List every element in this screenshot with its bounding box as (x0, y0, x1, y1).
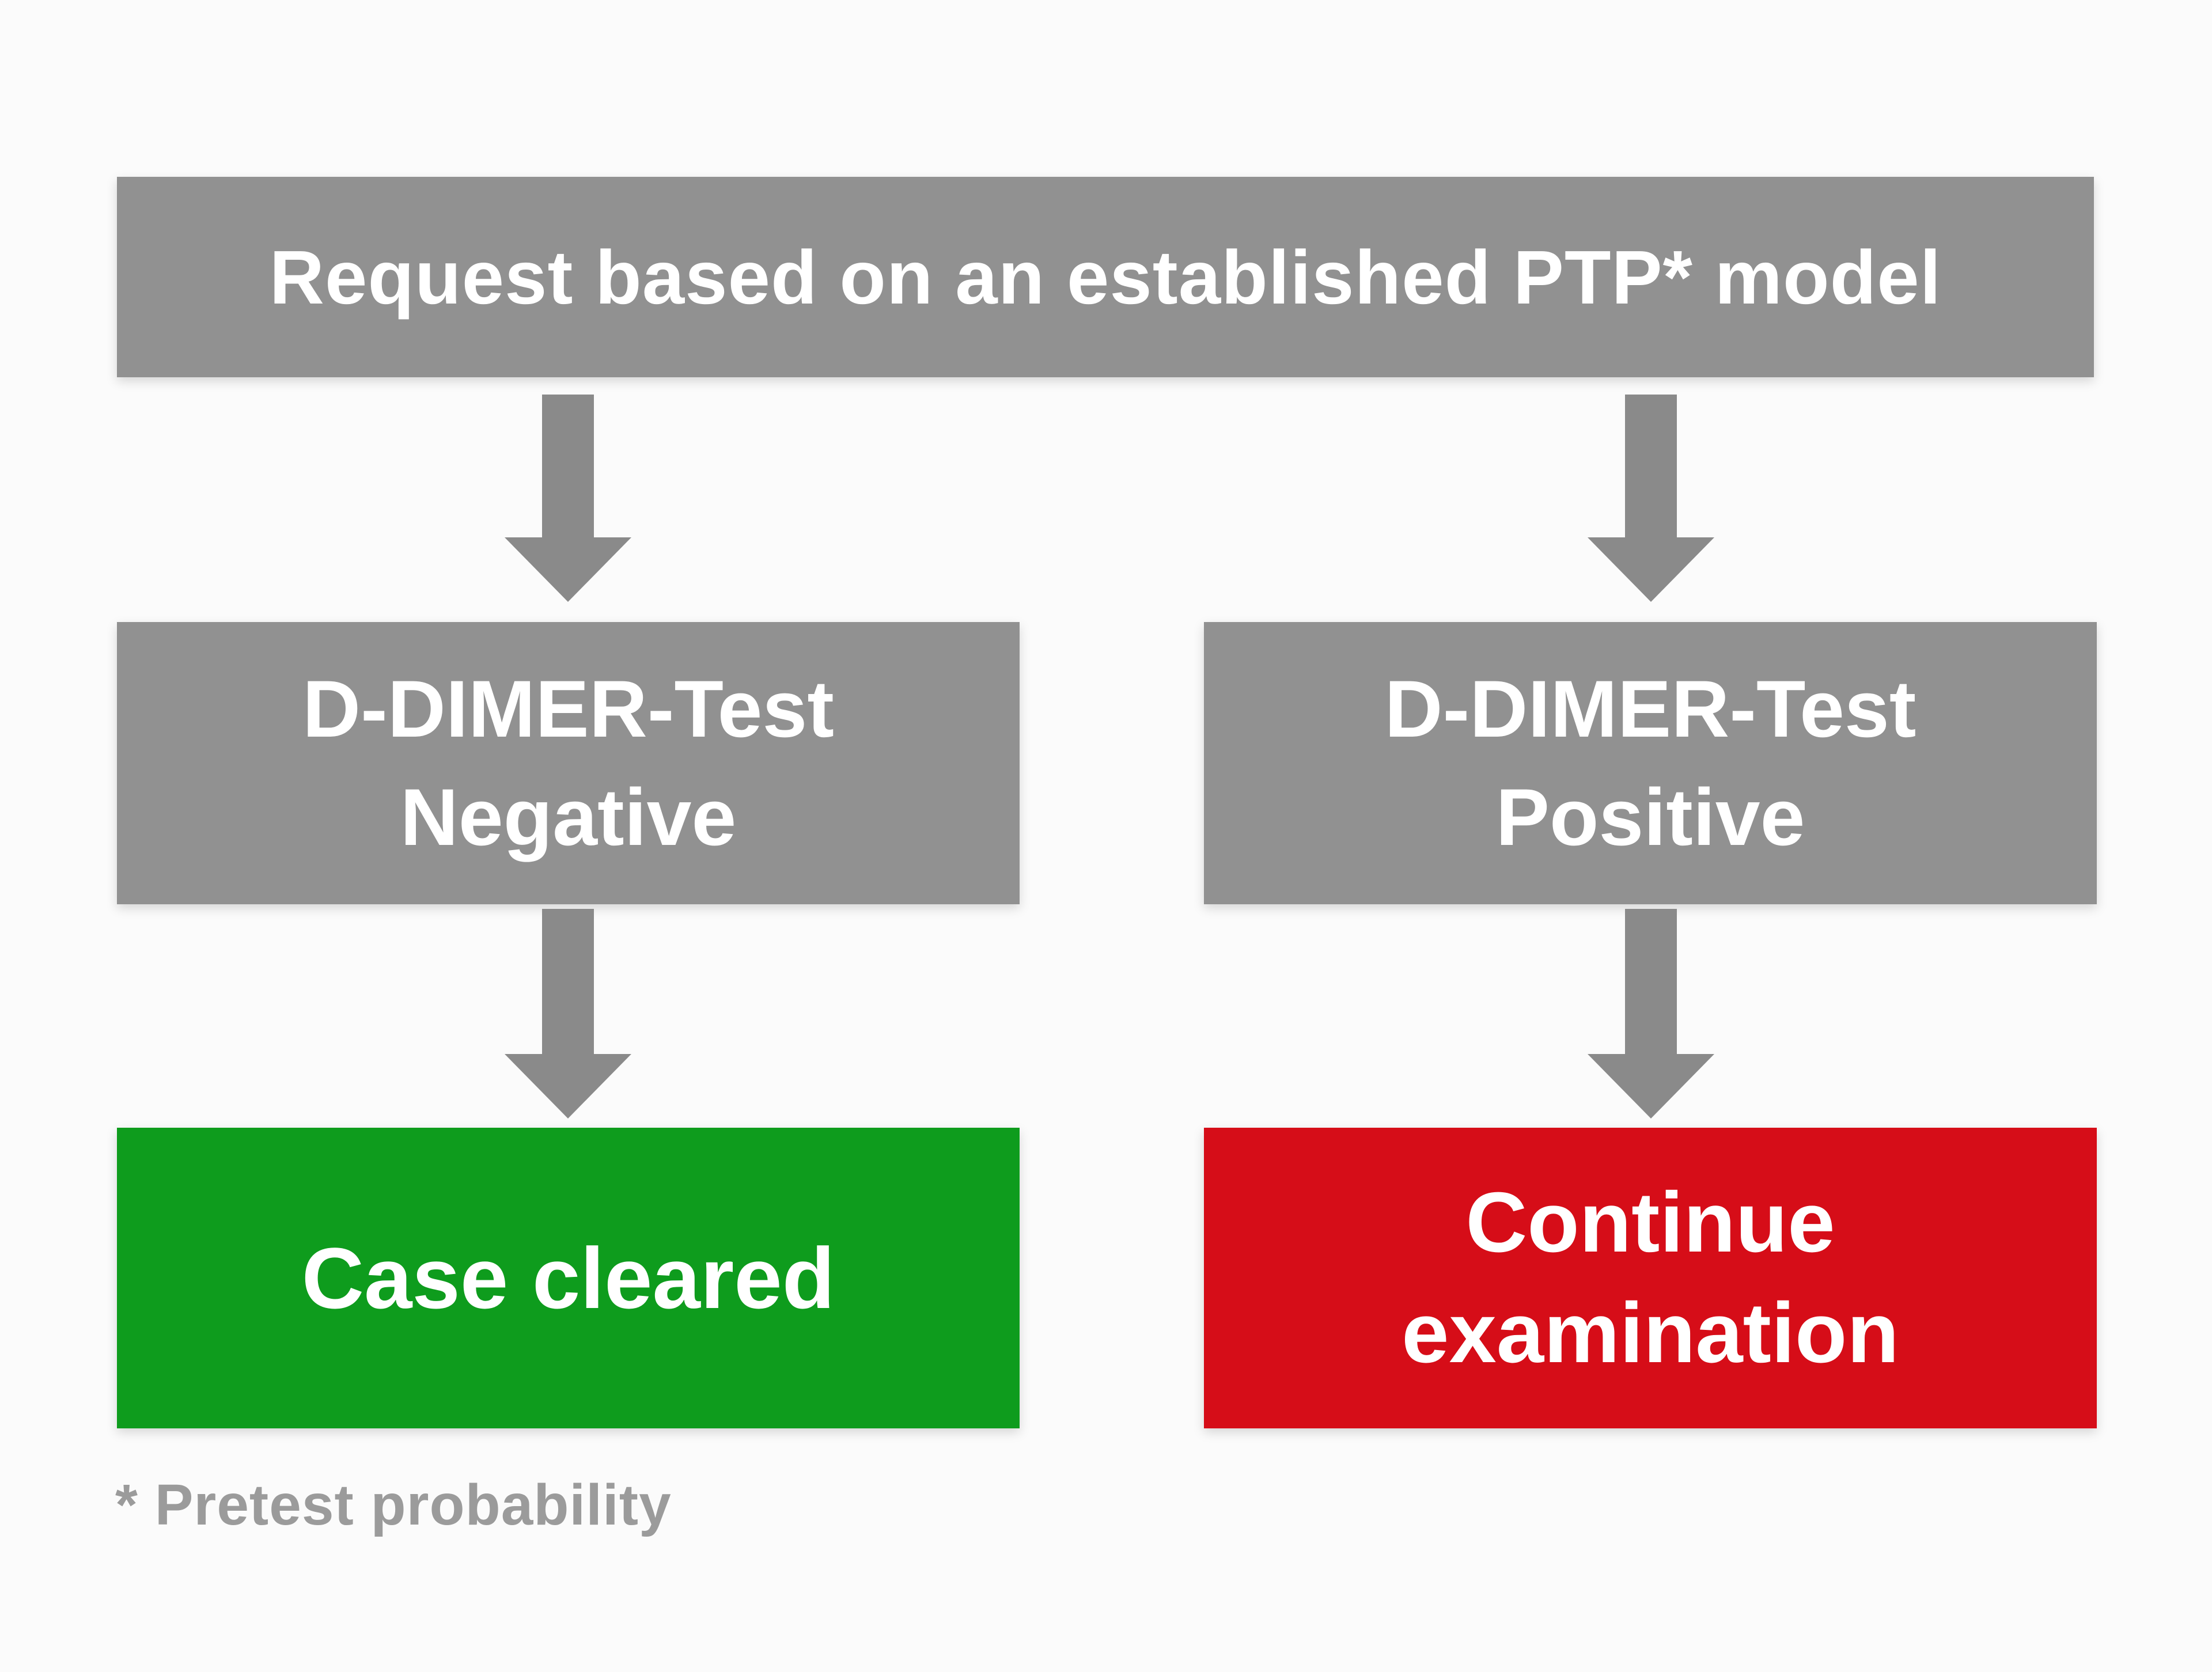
node-label-line1: Continue (1465, 1175, 1835, 1270)
arrow-shaft (542, 395, 594, 537)
node-label-line2: Positive (1495, 772, 1805, 862)
arrow-down-icon (505, 537, 631, 602)
arrow-down-icon (505, 1054, 631, 1119)
node-ddimer-test-positive: D-DIMER-Test Positive (1204, 622, 2097, 904)
arrow-down-positive-to-continue (1588, 909, 1714, 1120)
arrow-down-negative-to-cleared (505, 909, 631, 1120)
arrow-shaft (1625, 909, 1677, 1054)
arrow-down-request-to-negative (505, 395, 631, 602)
node-label: Request based on an established PTP* mod… (269, 234, 1942, 320)
arrow-down-request-to-positive (1588, 395, 1714, 602)
arrow-down-icon (1588, 1054, 1714, 1119)
node-request-ptp-model: Request based on an established PTP* mod… (117, 177, 2094, 377)
arrow-shaft (542, 909, 594, 1054)
node-label-line1: D-DIMER-Test (302, 664, 834, 754)
node-label-line2: Negative (400, 772, 737, 862)
node-label-line1: D-DIMER-Test (1384, 664, 1916, 754)
node-continue-examination: Continue examination (1204, 1128, 2097, 1428)
arrow-shaft (1625, 395, 1677, 537)
node-case-cleared: Case cleared (117, 1128, 1020, 1428)
node-label-line2: examination (1402, 1286, 1899, 1381)
arrow-down-icon (1588, 537, 1714, 602)
footnote-pretest-probability: * Pretest probability (115, 1473, 672, 1537)
node-label: Case cleared (301, 1229, 835, 1326)
node-ddimer-test-negative: D-DIMER-Test Negative (117, 622, 1020, 904)
